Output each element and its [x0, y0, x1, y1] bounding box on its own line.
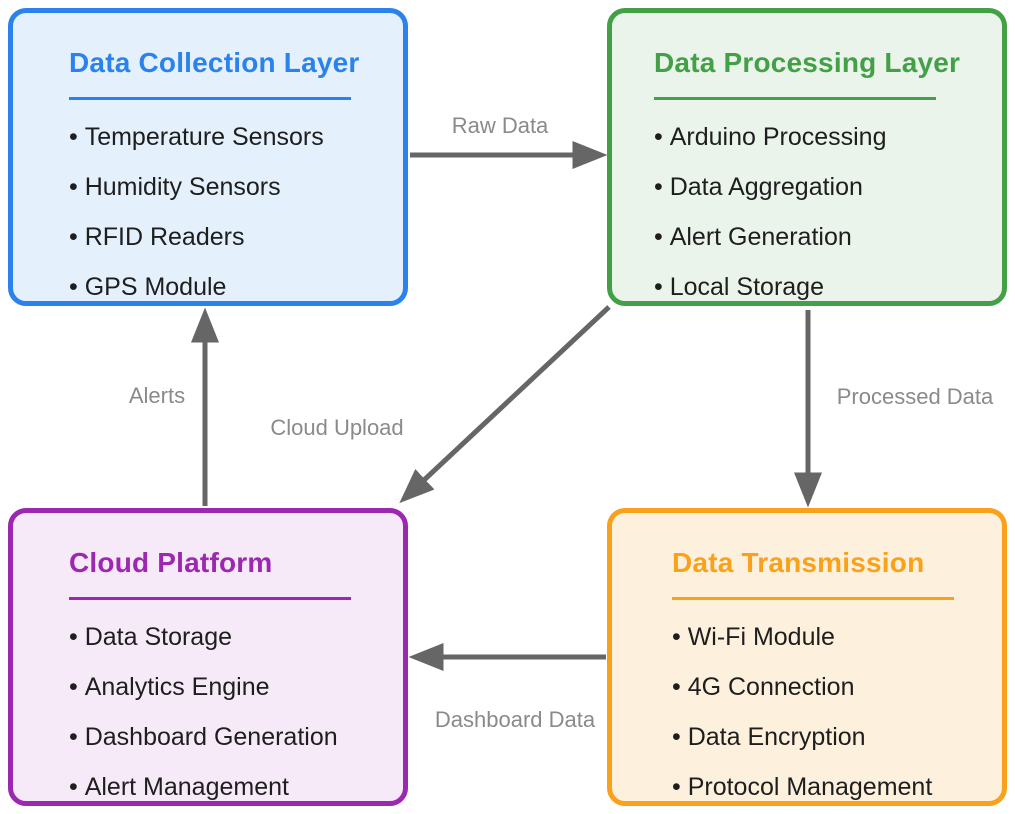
box-item-text: Data Encryption	[687, 723, 866, 751]
data-processing-item-list: Arduino ProcessingData AggregationAlert …	[654, 112, 990, 312]
box-item-text: Alert Management	[84, 773, 289, 801]
flow-label-raw-data: Raw Data	[451, 113, 549, 138]
arrow-cloud-upload	[399, 305, 611, 504]
box-item-text: Wi-Fi Module	[687, 623, 835, 651]
box-item-text: Local Storage	[669, 273, 824, 301]
box-item-text: 4G Connection	[687, 673, 855, 701]
cloud-platform-title: Cloud Platform	[69, 547, 273, 578]
box-item: Humidity Sensors	[69, 162, 391, 212]
box-item: Dashboard Generation	[69, 712, 391, 762]
box-item: Wi-Fi Module	[672, 612, 990, 662]
box-item: Data Encryption	[672, 712, 990, 762]
flow-label-dashboard-data: Dashboard Data	[434, 707, 596, 732]
data-processing-layer-title: Data Processing Layer	[654, 47, 961, 78]
cloud-platform-item-list: Data StorageAnalytics EngineDashboard Ge…	[69, 612, 391, 812]
flow-label-cloud-upload: Cloud Upload	[270, 415, 404, 440]
box-item-text: Data Storage	[84, 623, 233, 651]
data-transmission-title: Data Transmission	[672, 547, 925, 578]
box-item: Data Storage	[69, 612, 391, 662]
data-collection-item-list: Temperature SensorsHumidity SensorsRFID …	[69, 112, 391, 312]
box-item-text: RFID Readers	[84, 223, 245, 251]
box-item: Alert Generation	[654, 212, 990, 262]
title-underline	[672, 597, 954, 600]
box-item: Protocol Management	[672, 762, 990, 812]
cloud-platform-box: Cloud Platform Data StorageAnalytics Eng…	[8, 508, 408, 806]
box-item-text: GPS Module	[84, 273, 227, 301]
box-item: GPS Module	[69, 262, 391, 312]
box-item-text: Humidity Sensors	[84, 173, 281, 201]
box-item: 4G Connection	[672, 662, 990, 712]
data-collection-layer-box: Data Collection Layer Temperature Sensor…	[8, 8, 408, 306]
flow-label-alerts: Alerts	[128, 383, 186, 408]
box-item: Alert Management	[69, 762, 391, 812]
flow-label-processed-data: Processed Data	[836, 384, 994, 409]
box-item: Temperature Sensors	[69, 112, 391, 162]
box-item-text: Alert Generation	[669, 223, 852, 251]
box-item-text: Protocol Management	[687, 773, 933, 801]
box-item-text: Analytics Engine	[84, 673, 270, 701]
data-transmission-item-list: Wi-Fi Module 4G ConnectionData Encryption…	[672, 612, 990, 812]
box-item-text: Arduino Processing	[669, 123, 887, 151]
box-item-text: Data Aggregation	[669, 173, 863, 201]
box-item-text: Temperature Sensors	[84, 123, 324, 151]
box-item-text: Dashboard Generation	[84, 723, 338, 751]
data-transmission-box: Data Transmission Wi-Fi Module 4G Connect…	[607, 508, 1007, 806]
data-collection-layer-title: Data Collection Layer	[69, 47, 360, 78]
box-item: RFID Readers	[69, 212, 391, 262]
title-underline	[654, 97, 936, 100]
box-item: Local Storage	[654, 262, 990, 312]
title-underline	[69, 597, 351, 600]
box-item: Arduino Processing	[654, 112, 990, 162]
title-underline	[69, 97, 351, 100]
box-item: Analytics Engine	[69, 662, 391, 712]
data-processing-layer-box: Data Processing Layer Arduino Processing…	[607, 8, 1007, 306]
box-item: Data Aggregation	[654, 162, 990, 212]
